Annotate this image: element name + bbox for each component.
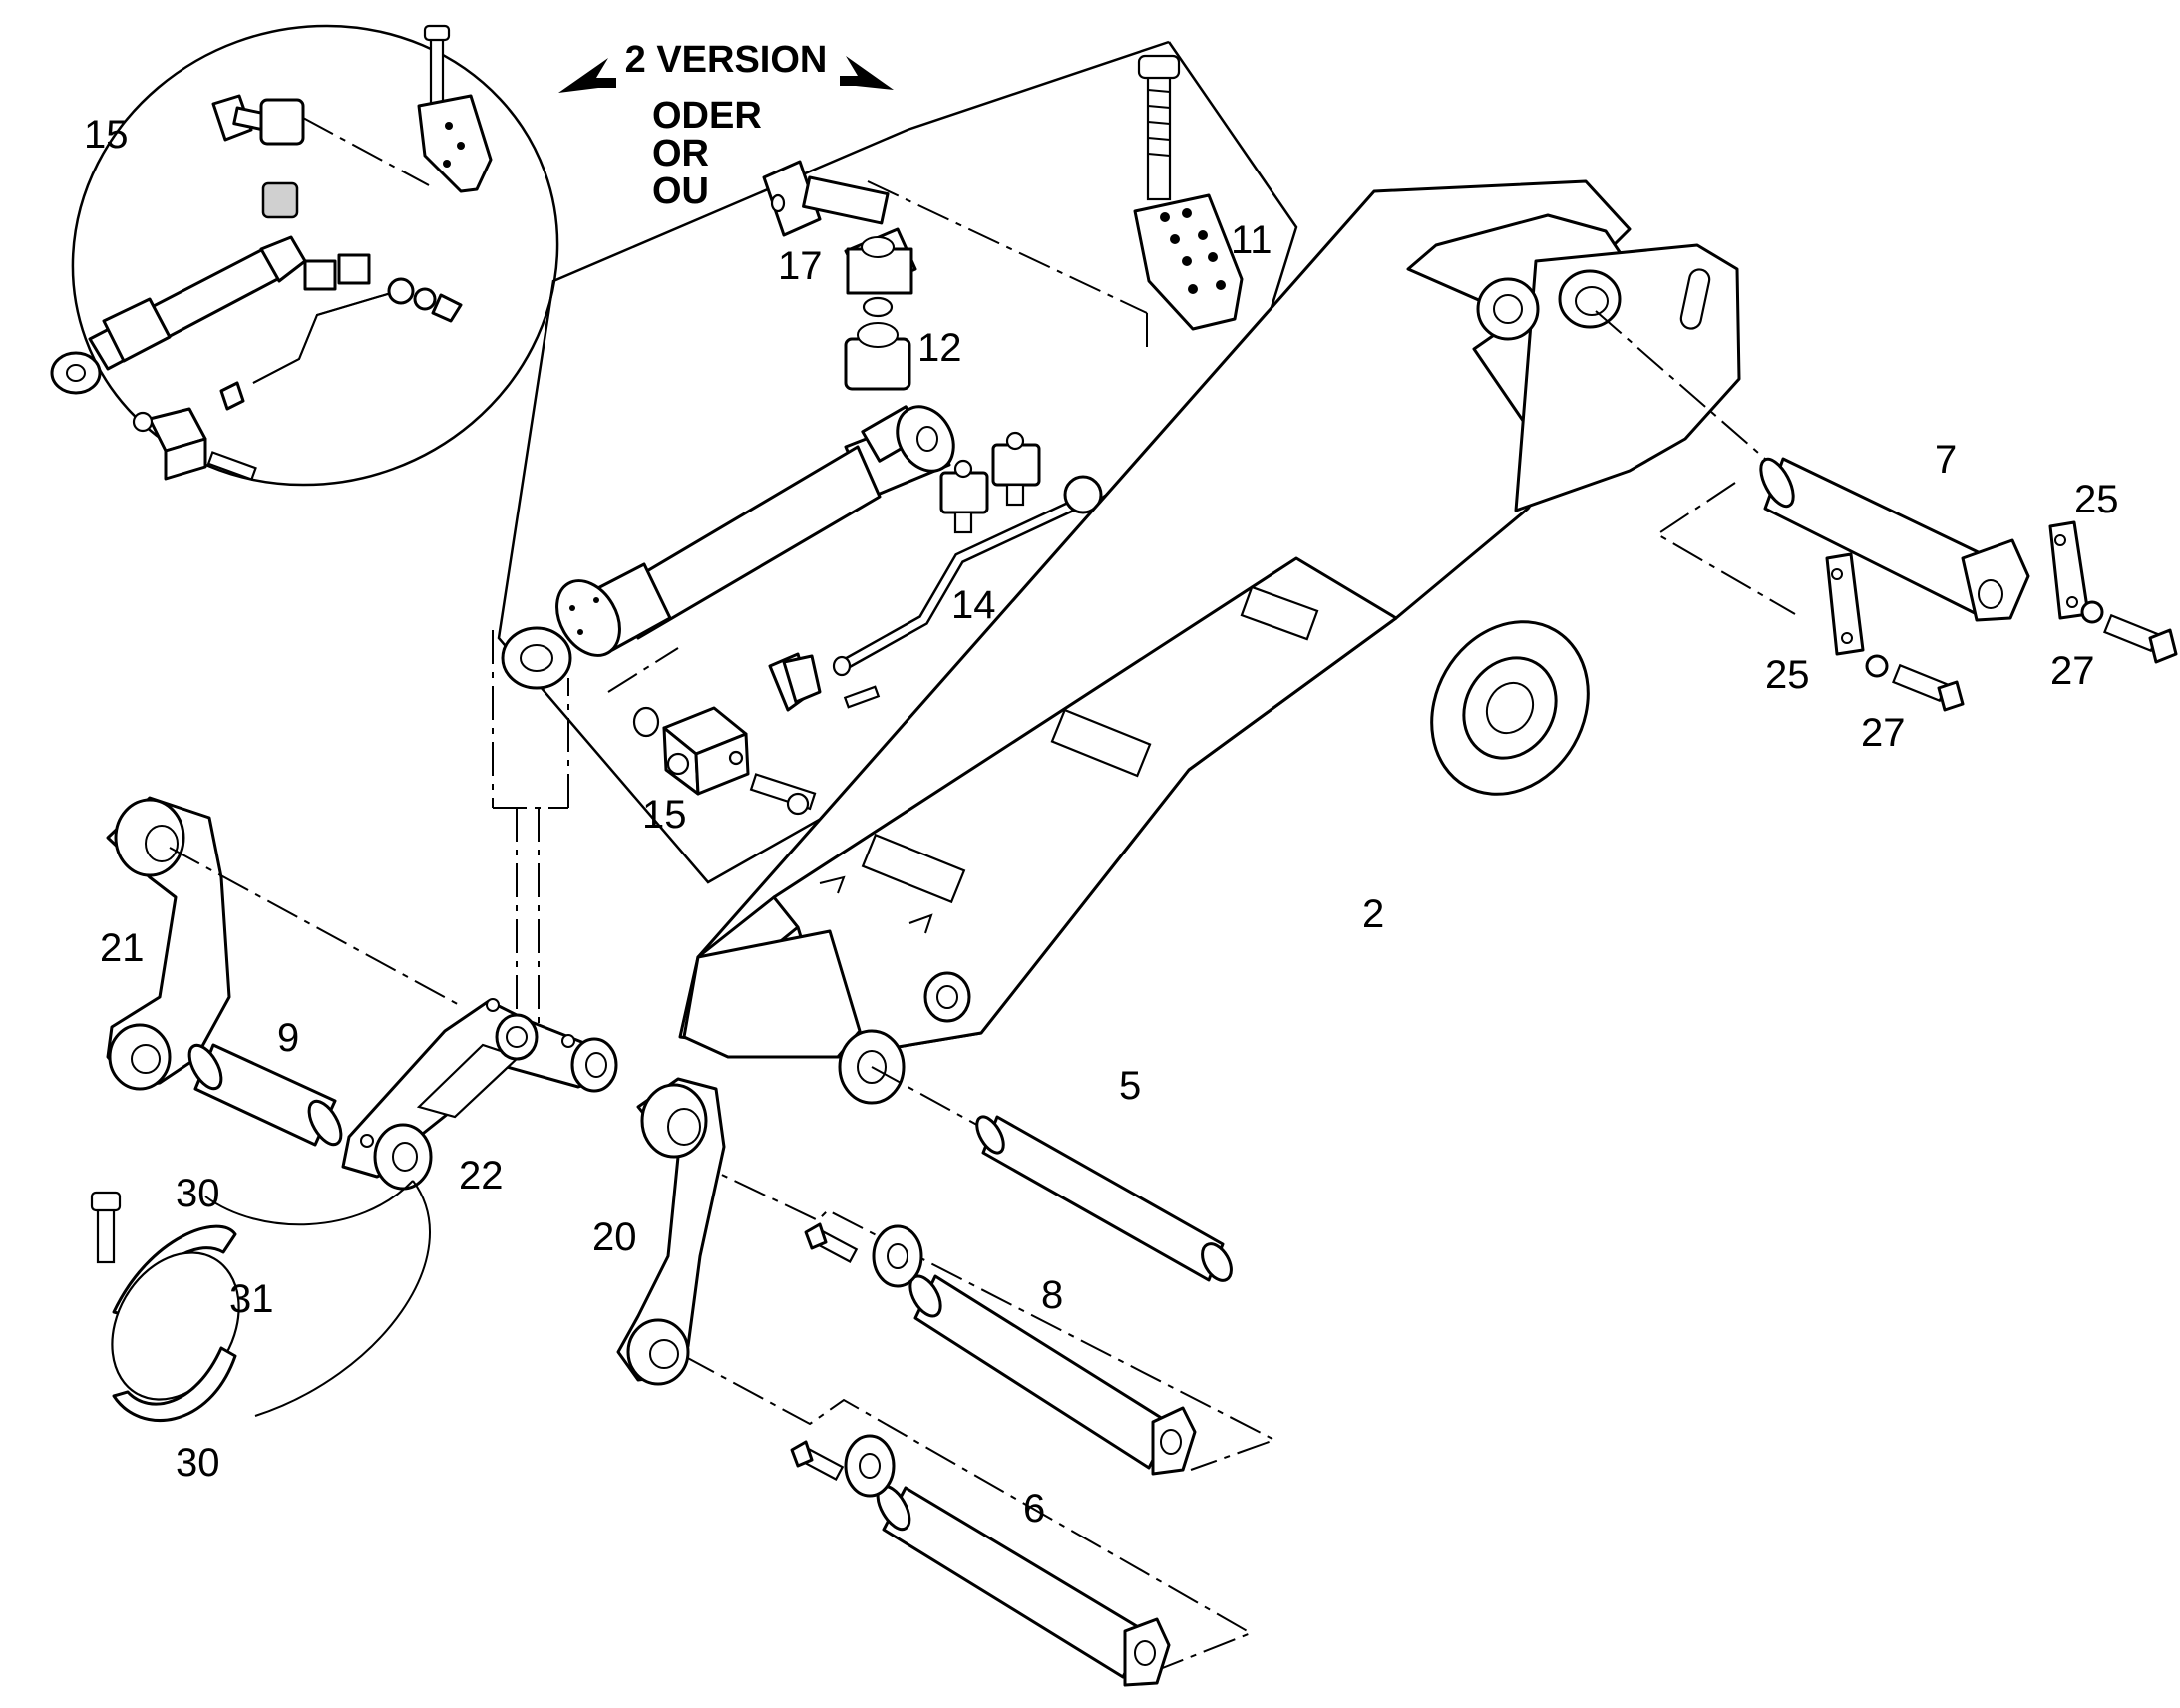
hydraulic-pipe xyxy=(832,499,1081,677)
cylinder-group-frame xyxy=(497,40,1298,884)
callout-21: 21 xyxy=(100,926,145,970)
version-title: 2 VERSION xyxy=(625,39,828,81)
callout-8: 8 xyxy=(1041,1273,1063,1317)
callout-12: 12 xyxy=(917,326,962,370)
boom-arm xyxy=(678,179,1741,1105)
callout-15: 15 xyxy=(642,793,687,837)
leader-curves xyxy=(204,1180,431,1417)
pin-6 xyxy=(683,1355,1254,1687)
callout-30-top: 30 xyxy=(176,1172,220,1215)
callout-15-detail: 15 xyxy=(84,113,129,157)
version-line-ou: OU xyxy=(652,171,709,212)
bushing-9 xyxy=(187,1043,343,1147)
callout-27-left: 27 xyxy=(1861,711,1906,755)
callout-5: 5 xyxy=(1119,1064,1141,1108)
callout-6: 6 xyxy=(1023,1487,1045,1531)
callout-25-right: 25 xyxy=(2074,478,2119,521)
pin-and-clamp xyxy=(762,160,1148,391)
callout-27-right: 27 xyxy=(2050,649,2095,693)
callout-22: 22 xyxy=(459,1154,504,1197)
rocker-22 xyxy=(341,998,618,1191)
lock-plates-and-bolts xyxy=(1825,520,2178,712)
valve-block xyxy=(632,652,881,816)
callout-14: 14 xyxy=(951,583,996,627)
link-21 xyxy=(106,796,464,1091)
callout-2: 2 xyxy=(1362,892,1384,936)
link-20 xyxy=(616,1077,726,1386)
hydraulic-cylinder xyxy=(501,405,955,690)
alternate-version-detail xyxy=(50,24,559,487)
callout-17: 17 xyxy=(778,244,823,288)
mounting-plate xyxy=(1133,193,1244,331)
callout-11: 11 xyxy=(1231,218,1272,262)
callout-9: 9 xyxy=(277,1016,299,1060)
bolt-long xyxy=(1137,54,1181,201)
callout-7: 7 xyxy=(1935,438,1957,482)
callout-labels: 2 5 6 7 8 9 11 12 14 15 15 17 20 21 22 2… xyxy=(84,113,2119,1531)
callout-25-left: 25 xyxy=(1765,653,1810,697)
callout-30-bottom: 30 xyxy=(176,1441,220,1485)
version-line-oder: ODER xyxy=(652,95,762,137)
version-note: 2 VERSION ODER OR OU xyxy=(558,39,894,212)
version-line-or: OR xyxy=(652,133,709,174)
callout-31: 31 xyxy=(229,1277,274,1321)
pin-7 xyxy=(1595,310,2030,622)
clamp-ring-30-31 xyxy=(90,1191,240,1423)
pin-5 xyxy=(871,1066,1233,1282)
callout-20: 20 xyxy=(592,1215,637,1259)
cylinder-to-rocker-link xyxy=(492,630,679,1057)
pin-8 xyxy=(683,1156,1277,1476)
